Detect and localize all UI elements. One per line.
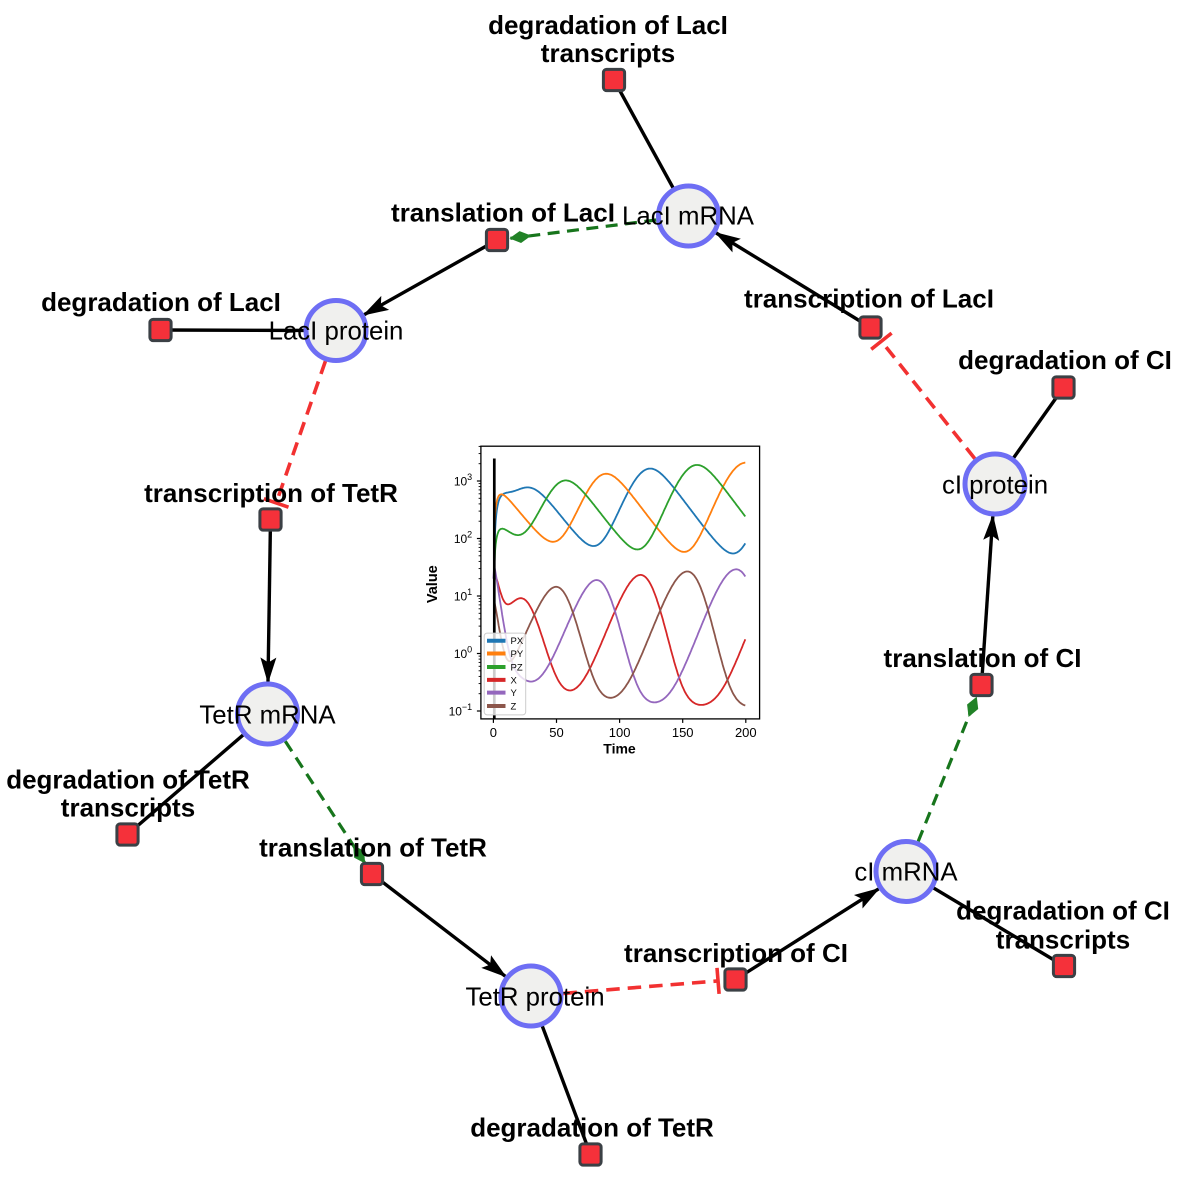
svg-text:PY: PY	[511, 649, 524, 660]
svg-text:Value: Value	[425, 565, 441, 603]
svg-text:cI protein: cI protein	[942, 472, 1048, 500]
svg-text:103: 103	[454, 472, 472, 489]
svg-text:transcripts: transcripts	[996, 925, 1130, 955]
svg-text:transcription of TetR: transcription of TetR	[144, 478, 398, 508]
svg-text:transcription of CI: transcription of CI	[624, 938, 848, 968]
svg-text:degradation of LacI: degradation of LacI	[41, 287, 281, 317]
svg-text:TetR mRNA: TetR mRNA	[199, 702, 336, 730]
svg-text:transcripts: transcripts	[61, 793, 195, 823]
svg-text:102: 102	[454, 530, 472, 547]
svg-text:translation of LacI: translation of LacI	[391, 198, 615, 228]
svg-text:PX: PX	[511, 636, 524, 647]
svg-text:10−1: 10−1	[449, 702, 473, 719]
svg-text:200: 200	[735, 725, 757, 740]
svg-text:translation of TetR: translation of TetR	[259, 833, 487, 863]
svg-text:transcripts: transcripts	[541, 38, 675, 68]
svg-text:degradation of CI: degradation of CI	[958, 345, 1172, 375]
svg-text:X: X	[511, 675, 518, 686]
svg-text:Y: Y	[511, 688, 518, 699]
svg-text:Time: Time	[603, 741, 636, 757]
svg-text:degradation of CI: degradation of CI	[956, 896, 1170, 926]
svg-text:degradation of TetR: degradation of TetR	[470, 1113, 714, 1143]
svg-text:degradation of TetR: degradation of TetR	[6, 765, 250, 795]
svg-text:LacI mRNA: LacI mRNA	[622, 203, 755, 231]
svg-text:101: 101	[454, 587, 472, 604]
svg-text:PZ: PZ	[511, 663, 523, 674]
svg-text:100: 100	[454, 645, 472, 662]
svg-text:Z: Z	[511, 702, 517, 713]
svg-text:0: 0	[490, 725, 497, 740]
svg-text:100: 100	[609, 725, 631, 740]
svg-text:degradation of LacI: degradation of LacI	[488, 10, 728, 40]
svg-text:50: 50	[549, 725, 563, 740]
svg-text:transcription of LacI: transcription of LacI	[744, 284, 994, 314]
svg-text:TetR protein: TetR protein	[465, 984, 604, 1012]
svg-text:cI mRNA: cI mRNA	[854, 859, 958, 887]
svg-text:LacI protein: LacI protein	[269, 318, 404, 346]
svg-text:translation of CI: translation of CI	[884, 643, 1082, 673]
svg-text:150: 150	[672, 725, 694, 740]
